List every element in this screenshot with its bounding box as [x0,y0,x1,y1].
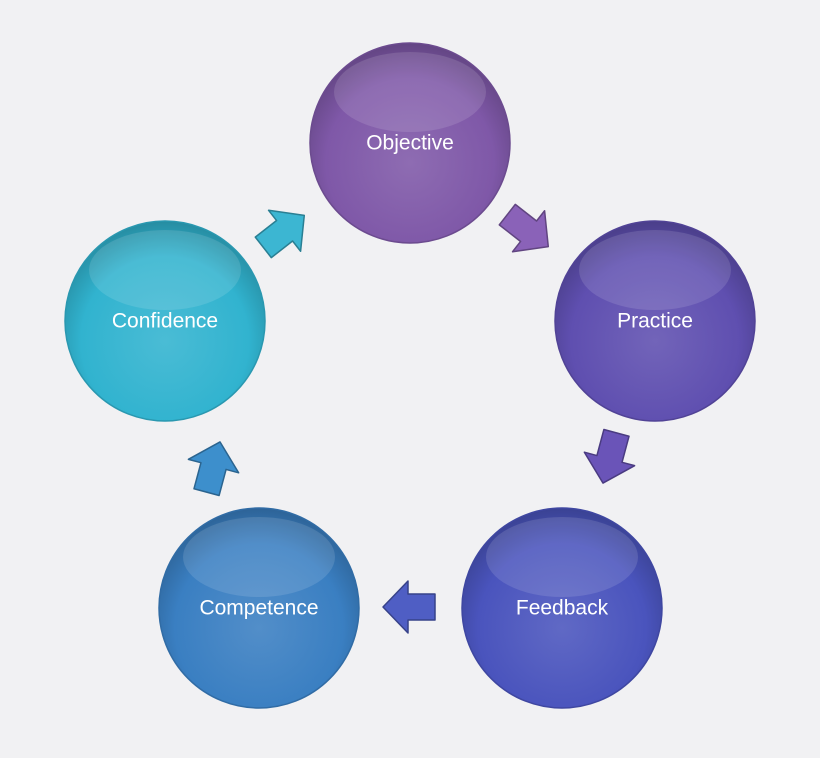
node-confidence-label: Confidence [112,310,218,333]
arrow-objective-to-practice [498,203,550,253]
arrow-competence-to-confidence [187,441,240,497]
node-competence-label: Competence [199,597,318,620]
node-feedback: Feedback [461,507,663,709]
arrow-confidence-to-objective [254,209,306,259]
node-feedback-label: Feedback [516,597,609,620]
node-competence: Competence [158,507,360,709]
arrow-feedback-to-competence [382,580,436,634]
node-objective-label: Objective [366,132,454,155]
node-practice: Practice [554,220,756,422]
node-practice-label: Practice [617,310,693,333]
node-objective: Objective [309,42,511,244]
arrow-practice-to-feedback [583,428,636,484]
node-confidence: Confidence [64,220,266,422]
